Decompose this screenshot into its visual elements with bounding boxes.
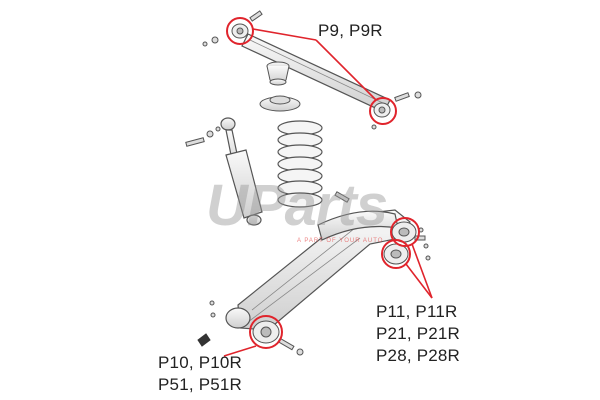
part-label-upper-link: P9, P9R [318,20,383,42]
part-number-line: P51, P51R [158,375,243,394]
bushing-icon [231,23,391,118]
bolt-icon [202,10,422,130]
watermark-tagline: A PART OF YOUR AUTO [297,238,384,244]
part-number-line: P28, P28R [376,346,461,365]
part-number-line: P21, P21R [376,324,461,343]
bolt-icon [185,126,350,203]
coil-spring-icon [277,120,323,208]
shock-absorber-icon [220,117,263,226]
part-label-arm-front: P11, P11R P21, P21R P28, P28R [376,301,460,367]
spring-seat-icon [259,95,301,112]
highlight-p9-left [226,17,254,45]
part-number-line: P11, P11R [376,302,458,321]
bushing-icon [252,221,417,344]
highlight-p9-right [369,97,397,125]
part-label-arm-rear: P10, P10R P51, P51R [158,352,242,396]
bolt-icon [209,227,431,356]
highlight-marks [226,17,420,349]
highlight-p11-lower [381,239,411,269]
leader-lines [223,28,433,357]
highlight-p10 [249,315,283,349]
trailing-arm [225,209,411,331]
watermark-brand: UParts [206,173,388,238]
part-number-line: P10, P10R [158,353,243,372]
bump-stop-icon [266,61,290,86]
part-number-line: P9, P9R [318,21,383,40]
highlight-p11-upper [390,217,420,247]
bracket-icon [197,333,211,347]
